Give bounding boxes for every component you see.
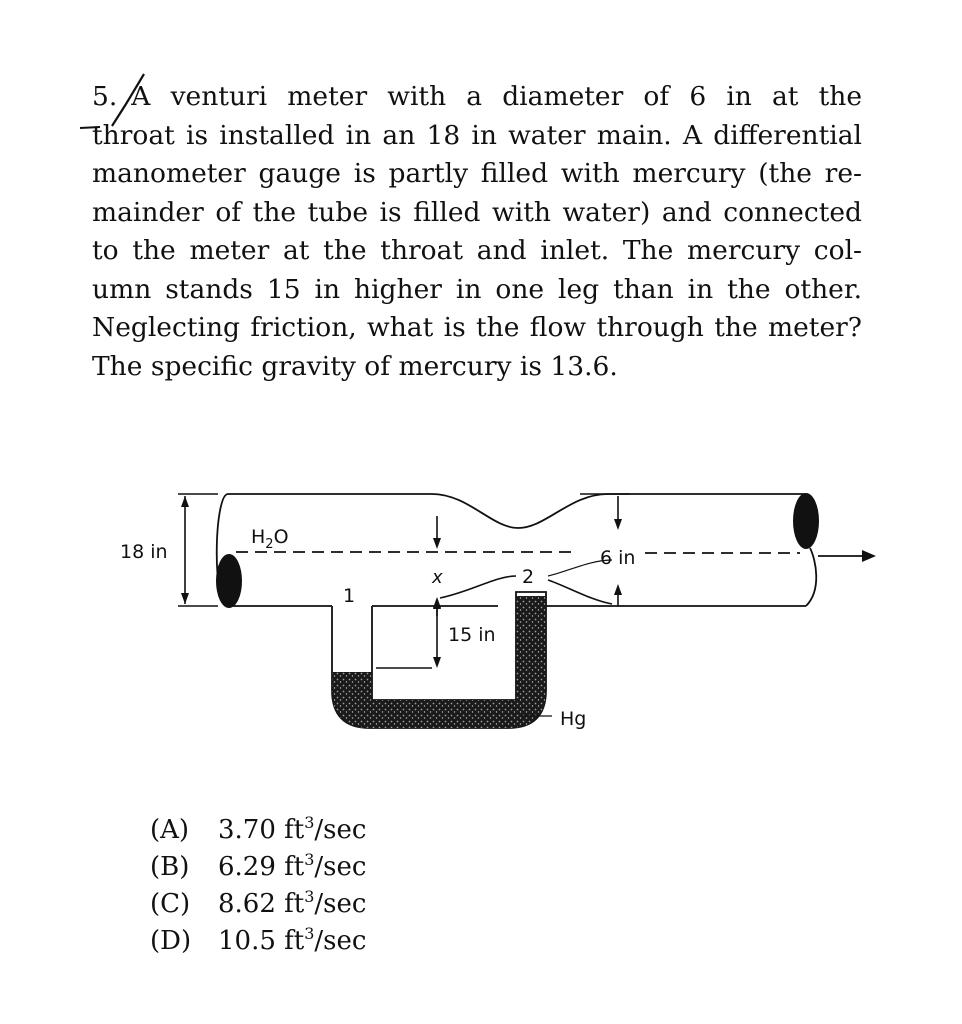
- throat-diameter-dimension: [580, 493, 630, 606]
- label-hg: Hg: [560, 708, 586, 730]
- manometer: [331, 575, 552, 729]
- mercury-column: [332, 596, 546, 728]
- venturi-meter-diagram: 18 in H2O 1 x 2 6 in 15 in Hg: [120, 493, 876, 730]
- label-x: x: [431, 567, 443, 588]
- problem-line-5: to the meter at the throat and inlet. Th…: [92, 235, 862, 266]
- problem-line-6: umn stands 15 in higher in one leg than …: [92, 273, 862, 305]
- label-h2o: H2O: [251, 526, 289, 552]
- problem-number: 5.: [92, 81, 118, 112]
- problem-line-4: mainder of the tube is filled with water…: [92, 196, 862, 228]
- choice-c: (C)8.62 ft3/sec: [150, 887, 367, 920]
- label-15-in: 15 in: [448, 624, 496, 646]
- label-point-1: 1: [343, 585, 355, 607]
- inlet-cross-section: [216, 554, 242, 608]
- problem-line-2: throat is installed in an 18 in water ma…: [92, 119, 862, 151]
- flow-direction-arrow: [818, 550, 876, 562]
- problem-statement: 5.A venturi meter with a diameter of 6 i…: [92, 78, 862, 386]
- choice-a: (A)3.70 ft3/sec: [150, 813, 367, 846]
- venturi-pipe-outline: [228, 493, 806, 607]
- problem-line-1: 5.A venturi meter with a diameter of 6 i…: [92, 81, 862, 112]
- label-18-in: 18 in: [120, 541, 168, 563]
- problem-line-7: Neglecting friction, what is the flow th…: [92, 312, 862, 343]
- choice-d: (D)10.5 ft3/sec: [150, 924, 367, 957]
- label-6-in: 6 in: [600, 547, 635, 569]
- choice-b: (B)6.29 ft3/sec: [150, 850, 367, 883]
- problem-line-3: manometer gauge is partly filled with me…: [92, 158, 862, 189]
- pipe-diameter-dimension: [178, 493, 218, 607]
- problem-line-8: The specific gravity of mercury is 13.6.: [92, 350, 618, 382]
- answer-choices: (A)3.70 ft3/sec (B)6.29 ft3/sec (C)8.62 …: [150, 812, 366, 960]
- outlet-cross-section: [793, 493, 819, 549]
- label-point-2: 2: [522, 566, 534, 588]
